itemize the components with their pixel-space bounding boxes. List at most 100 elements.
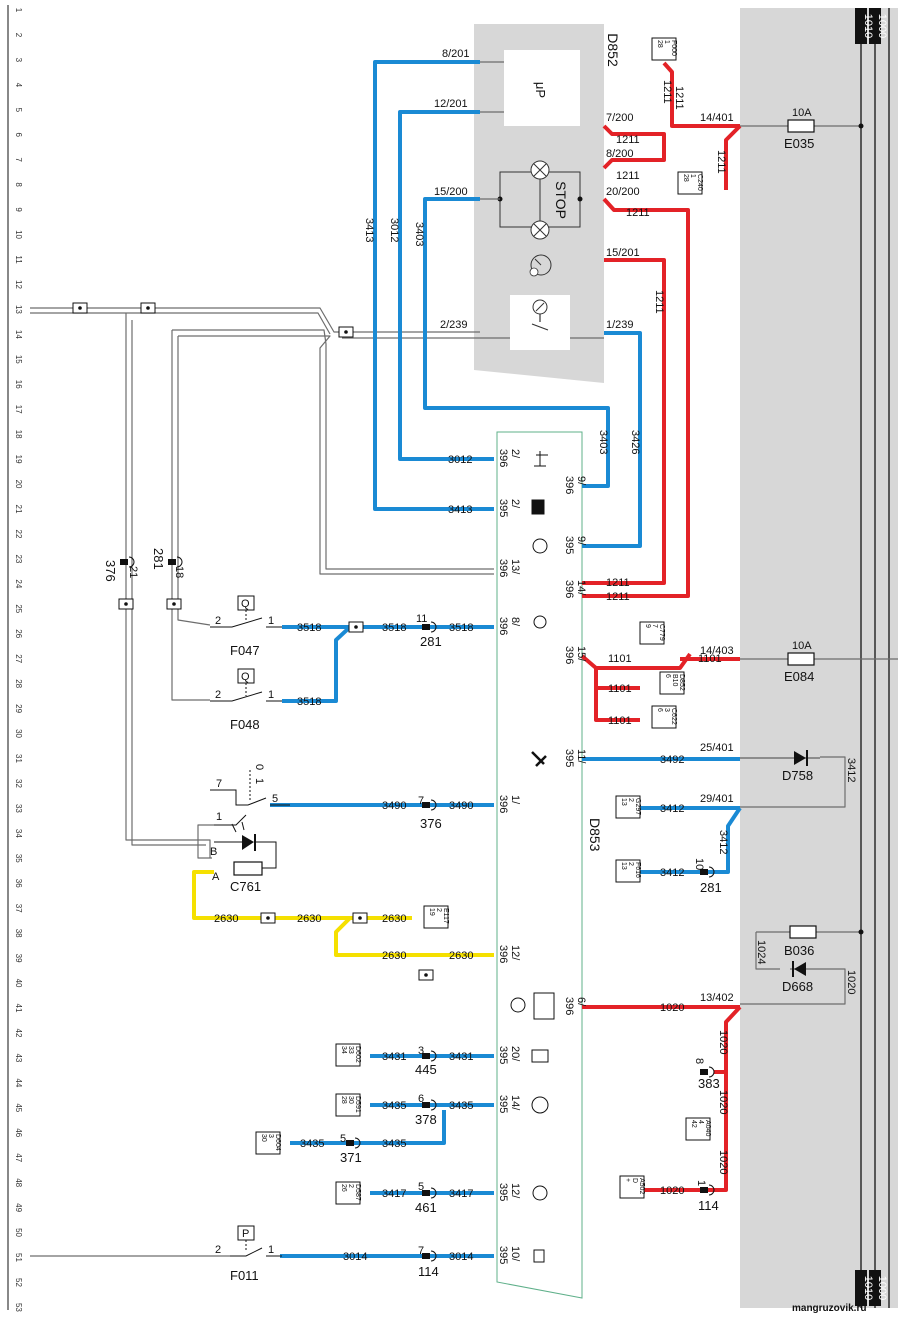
reference-tag-text: C240 [696, 174, 703, 191]
pin-7-200: 7/200 [606, 112, 634, 124]
reference-tag-text: 3 [663, 708, 670, 712]
wire-3518-h4: 3518 [297, 696, 321, 708]
plug-445: 445 [415, 1062, 437, 1077]
reference-tag [255, 1131, 281, 1155]
warning-switch-box [510, 295, 570, 350]
wire-1211-label-d: 1211 [715, 150, 727, 174]
d853-left-pin: 395 [497, 499, 509, 517]
stop-label: STOP [553, 181, 569, 219]
d853-left-pin: 2/ [509, 499, 521, 509]
d853-left-pin: 396 [497, 559, 509, 577]
wire-3518-h2: 3518 [382, 622, 406, 634]
pin-15-201: 15/201 [606, 247, 640, 259]
plug-marker [422, 1253, 430, 1259]
plug-383: 383 [698, 1076, 720, 1091]
row-number: 49 [14, 1203, 23, 1212]
plug-114b: 114 [418, 1264, 439, 1279]
reference-tag-text: 30 [347, 1096, 354, 1104]
yellow-wires [192, 870, 494, 957]
row-number: 35 [14, 854, 23, 863]
f048-pin-2: 2 [215, 689, 221, 701]
watermark: mangruzovik.ru [792, 1303, 866, 1314]
plug-marker [422, 624, 430, 630]
reference-tag-text: 28 [656, 40, 663, 48]
d853-left-pin: 395 [497, 1095, 509, 1113]
row-number: 29 [14, 704, 23, 713]
plug-marker [700, 1187, 708, 1193]
reference-tag-text: 3 [267, 1134, 274, 1138]
rotary-pin-0: 0 [253, 764, 265, 770]
reference-tag [659, 671, 685, 695]
reference-tag-text: 7 [651, 624, 658, 628]
reference-tag-text: F000 [670, 40, 677, 56]
f048-q: Q [241, 671, 250, 683]
reference-tag-text: D587 [354, 1184, 361, 1201]
d853-right-pin: 11/ [575, 749, 587, 764]
wire-1020-label-v: 1020 [845, 970, 857, 994]
reference-tag-text: 19 [428, 908, 435, 916]
diode-d758-icon [740, 750, 820, 766]
row-number: 21 [14, 505, 23, 514]
harness-14-401: 14/401 [700, 112, 734, 124]
rotary-pin-1: 1 [216, 811, 222, 823]
plug-461: 461 [415, 1200, 437, 1215]
row-number: 17 [14, 405, 23, 414]
wire-1211-label-a: 1211 [653, 290, 665, 314]
row-number: 32 [14, 779, 23, 788]
reference-tag-text: 13 [620, 862, 627, 870]
plug-pin-7: 7 [418, 795, 424, 807]
wire-3435-h1: 3435 [382, 1100, 406, 1112]
wire-3412-h1: 3412 [660, 803, 684, 815]
rail-1000-top: 1000 [876, 14, 888, 38]
row-number: 1 [14, 8, 23, 13]
d853-right-pin: 9/ [575, 536, 587, 546]
pin-2-239: 2/239 [440, 319, 468, 331]
row-number: 31 [14, 754, 23, 763]
f011-p: P [242, 1228, 249, 1240]
pin-20-200: 20/200 [606, 186, 640, 198]
reference-tag [677, 171, 703, 195]
row-number: 11 [14, 255, 23, 264]
d853-right-pin: 15/ [575, 646, 587, 662]
wire-3426-label: 3426 [629, 430, 641, 454]
wire-1020-h2: 1020 [660, 1185, 684, 1197]
plug-marker [168, 559, 176, 565]
row-number: 47 [14, 1153, 23, 1162]
conn-18-label: 18 [173, 566, 185, 578]
row-number: 3 [14, 58, 23, 63]
harness-25-401: 25/401 [700, 742, 734, 754]
reference-tag-text: 1 [663, 40, 670, 44]
wire-3431-h2: 3431 [449, 1051, 473, 1063]
wire-3012-h: 3012 [448, 454, 472, 466]
reference-tag-text: 2 [627, 798, 634, 802]
switch-f047 [210, 595, 282, 628]
plug-marker [700, 869, 708, 875]
harness-13-402: 13/402 [700, 992, 734, 1004]
row-number: 8 [14, 182, 23, 187]
transmission-icon [531, 1049, 549, 1063]
wire-1020-label-v3: 1020 [717, 1090, 729, 1114]
wire-1211-label-c: 1211 [673, 86, 685, 110]
resistor-b036 [789, 925, 817, 939]
reference-tag-text: 28 [340, 1096, 347, 1104]
f011-label: F011 [230, 1268, 259, 1283]
reference-tag-text: + [624, 1178, 631, 1182]
reference-tag-text: 4 [697, 1120, 704, 1124]
reference-tag-text: D604 [274, 1134, 281, 1151]
c761-b: B [210, 846, 217, 858]
reference-tag-text: B10 [671, 674, 678, 687]
reference-tag-text: 42 [690, 1120, 697, 1128]
row-number: 2 [14, 33, 23, 38]
rotary-pin-5: 5 [272, 793, 278, 805]
d853-left-pin: 12/ [509, 945, 521, 961]
e084-label: E084 [784, 669, 814, 684]
plug-marker [422, 1053, 430, 1059]
plug-pin-8: 8 [693, 1058, 705, 1064]
wire-3403-label: 3403 [413, 222, 425, 246]
row-number: 15 [14, 355, 23, 364]
reference-tag-text: D602 [354, 1046, 361, 1063]
row-number: 14 [14, 330, 23, 339]
row-number: 28 [14, 679, 23, 688]
d853-right-pin: 395 [563, 536, 575, 554]
